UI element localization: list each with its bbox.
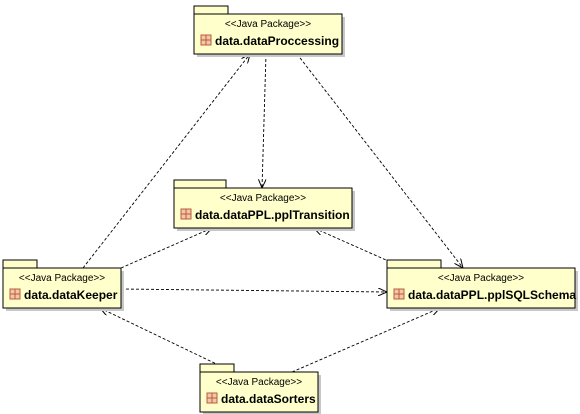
dependency-keeper-to-trans — [120, 228, 212, 269]
package-stereotype: <<Java Package>> — [19, 273, 105, 284]
dependency-sorters-to-keeper — [100, 308, 234, 373]
package-icon — [206, 392, 218, 404]
dependency-keeper-to-schema — [120, 289, 387, 292]
package-body — [2, 267, 122, 309]
package-name: data.dataPPL.pplSQLSchema — [408, 288, 576, 302]
dependency-edges — [82, 53, 463, 373]
package-tab — [2, 259, 38, 269]
dependency-proc-to-trans — [262, 53, 267, 188]
package-icon — [9, 288, 21, 300]
dependency-sorters-to-schema — [291, 308, 440, 373]
package-name: data.dataProccessing — [215, 34, 339, 48]
package-name: data.dataKeeper — [24, 288, 118, 302]
package-body — [386, 267, 576, 309]
package-body — [199, 371, 319, 413]
package-tab — [386, 259, 442, 269]
package-body — [173, 187, 353, 229]
package-stereotype: <<Java Package>> — [220, 193, 306, 204]
package-body — [193, 13, 343, 55]
package-tab — [199, 363, 235, 373]
package-icon — [393, 288, 405, 300]
package-stereotype: <<Java Package>> — [438, 273, 524, 284]
package-trans[interactable]: <<Java Package>> data.dataPPL.pplTransiti… — [173, 179, 355, 231]
package-name: data.dataPPL.pplTransition — [195, 208, 350, 222]
package-schema[interactable]: <<Java Package>> data.dataPPL.pplSQLSchem… — [386, 259, 578, 311]
package-sorters[interactable]: <<Java Package>> data.dataSorters — [199, 363, 321, 414]
package-stereotype: <<Java Package>> — [225, 19, 311, 30]
package-icon — [180, 208, 192, 220]
package-tab — [173, 179, 227, 189]
package-name: data.dataSorters — [221, 392, 316, 406]
dependency-proc-to-schema — [296, 53, 463, 268]
dependency-keeper-to-proc — [82, 54, 250, 269]
package-keeper[interactable]: <<Java Package>> data.dataKeeper — [2, 259, 124, 311]
package-tab — [193, 5, 229, 15]
packages: <<Java Package>>data.dataProccessing<<Ja… — [2, 5, 578, 414]
package-stereotype: <<Java Package>> — [216, 377, 302, 388]
package-icon — [200, 34, 212, 46]
package-proc[interactable]: <<Java Package>> data.dataProccessing — [193, 5, 345, 57]
